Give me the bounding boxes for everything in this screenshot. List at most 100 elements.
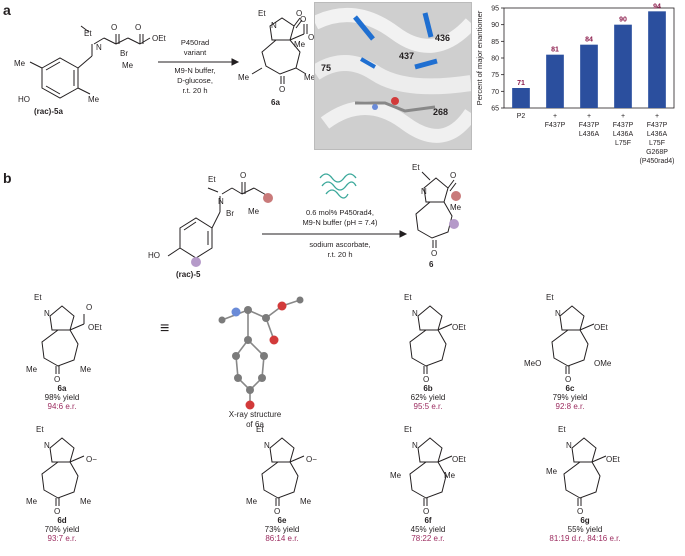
product-id: 6g [580, 516, 590, 525]
svg-text:Me: Me [294, 40, 306, 49]
product-card-6a: 6a 98% yield 94:6 e.r. [22, 384, 102, 411]
svg-text:Me: Me [390, 471, 402, 480]
xray-caption-line-2: of 6a [246, 420, 264, 429]
x-tick-label: F437P [545, 122, 566, 129]
y-tick-label: 65 [491, 106, 499, 113]
svg-text:OEt: OEt [452, 455, 467, 464]
arrow-a-bottom-line-1: M9-N buffer, [174, 66, 216, 75]
svg-text:HO: HO [18, 95, 30, 104]
bar [512, 88, 530, 108]
bar-value-label: 84 [585, 37, 593, 44]
svg-text:O: O [135, 23, 141, 32]
svg-text:Et: Et [208, 175, 216, 184]
svg-text:O−: O− [306, 455, 317, 464]
x-tick-label: P2 [517, 113, 526, 120]
product-6-label: 6 [429, 260, 434, 269]
x-tick-label: L75F [649, 140, 665, 147]
product-er: 95:5 e.r. [413, 402, 443, 411]
x-tick-label: G268P [646, 149, 668, 156]
product-er: 86:14 e.r. [265, 534, 299, 543]
svg-text:Et: Et [36, 425, 44, 434]
svg-text:Et: Et [404, 425, 412, 434]
residue-268: 268 [433, 107, 449, 117]
svg-text:Br: Br [226, 209, 234, 218]
enzyme-icon [319, 173, 357, 199]
svg-text:Et: Et [84, 29, 92, 38]
product-er: 93:7 e.r. [47, 534, 77, 543]
x-tick-label: F437P [613, 122, 634, 129]
svg-text:OEt: OEt [88, 323, 103, 332]
svg-text:OEt: OEt [152, 34, 167, 43]
product-id: 6e [277, 516, 287, 525]
x-tick-label: (P450rad4) [639, 158, 674, 165]
x-tick-label: L436A [613, 131, 634, 138]
svg-text:Me: Me [88, 95, 100, 104]
xray-caption-line-1: X-ray structure [228, 410, 282, 419]
svg-text:O: O [240, 171, 246, 180]
svg-text:O: O [86, 303, 92, 312]
y-tick-label: 95 [491, 6, 499, 13]
svg-text:N: N [566, 441, 572, 450]
svg-text:N: N [96, 43, 102, 52]
y-tick-label: 85 [491, 39, 499, 46]
r1-sphere-product [451, 191, 461, 201]
substrate-5a-ring [41, 57, 79, 99]
r2-sphere-substrate [191, 257, 201, 267]
arrow-a-bottom-line-3: r.t. 20 h [182, 86, 208, 95]
svg-text:N: N [264, 441, 270, 450]
product-yield: 73% yield [264, 525, 300, 534]
arrow-a-top-line-2: variant [183, 48, 207, 57]
product-id: 6d [57, 516, 67, 525]
bar [614, 24, 632, 109]
svg-text:Me: Me [246, 497, 258, 506]
product-er: 81:19 d.r., 84:16 e.r. [549, 534, 621, 543]
svg-text:N: N [271, 21, 277, 30]
svg-text:OEt: OEt [452, 323, 467, 332]
x-tick-label: + [655, 113, 659, 120]
arrow-b-bottom-line-1: sodium ascorbate, [309, 240, 371, 249]
product-yield: 45% yield [410, 525, 446, 534]
svg-text:N: N [44, 309, 50, 318]
product-id: 6c [565, 384, 575, 393]
svg-text:Et: Et [558, 425, 566, 434]
r1-sphere-substrate [263, 193, 273, 203]
svg-text:O: O [54, 507, 60, 516]
product-id: 6f [424, 516, 432, 525]
substrate-5a-label: (rac)-5a [34, 107, 63, 116]
svg-text:O: O [423, 375, 429, 384]
y-tick-label: 75 [491, 72, 499, 79]
svg-text:OEt: OEt [594, 323, 609, 332]
arrow-b-bottom-line-2: r.t. 20 h [327, 250, 353, 259]
product-6a-lactam [269, 17, 295, 41]
arrow-a-top: P450rad variant [160, 38, 230, 58]
svg-text:Me: Me [450, 203, 462, 212]
svg-text:Me: Me [248, 207, 260, 216]
y-tick-label: 70 [491, 89, 499, 96]
svg-text:Br: Br [120, 49, 128, 58]
svg-text:O: O [300, 15, 306, 24]
svg-text:O: O [274, 507, 280, 516]
bar [648, 11, 666, 108]
x-tick-label: L436A [579, 131, 600, 138]
svg-text:O: O [111, 23, 117, 32]
svg-text:Me: Me [80, 497, 92, 506]
svg-text:O: O [577, 507, 583, 516]
product-6-lactam [423, 177, 449, 203]
svg-text:Et: Et [546, 293, 554, 302]
product-card-6b: 6b 62% yield 95:5 e.r. [388, 384, 468, 411]
svg-text:OMe: OMe [594, 359, 612, 368]
svg-text:Me: Me [26, 497, 38, 506]
svg-text:Me: Me [300, 497, 312, 506]
svg-text:Et: Et [256, 425, 264, 434]
svg-text:Et: Et [404, 293, 412, 302]
svg-text:O: O [431, 249, 437, 258]
bar-value-label: 81 [551, 47, 559, 54]
svg-text:N: N [218, 197, 224, 206]
svg-text:Me: Me [238, 73, 250, 82]
bar-value-label: 90 [619, 17, 627, 24]
product-card-6c: 6c 79% yield 92:8 e.r. [530, 384, 610, 411]
product-yield: 79% yield [552, 393, 588, 402]
svg-text:N: N [555, 309, 561, 318]
x-tick-label: F437P [647, 122, 668, 129]
